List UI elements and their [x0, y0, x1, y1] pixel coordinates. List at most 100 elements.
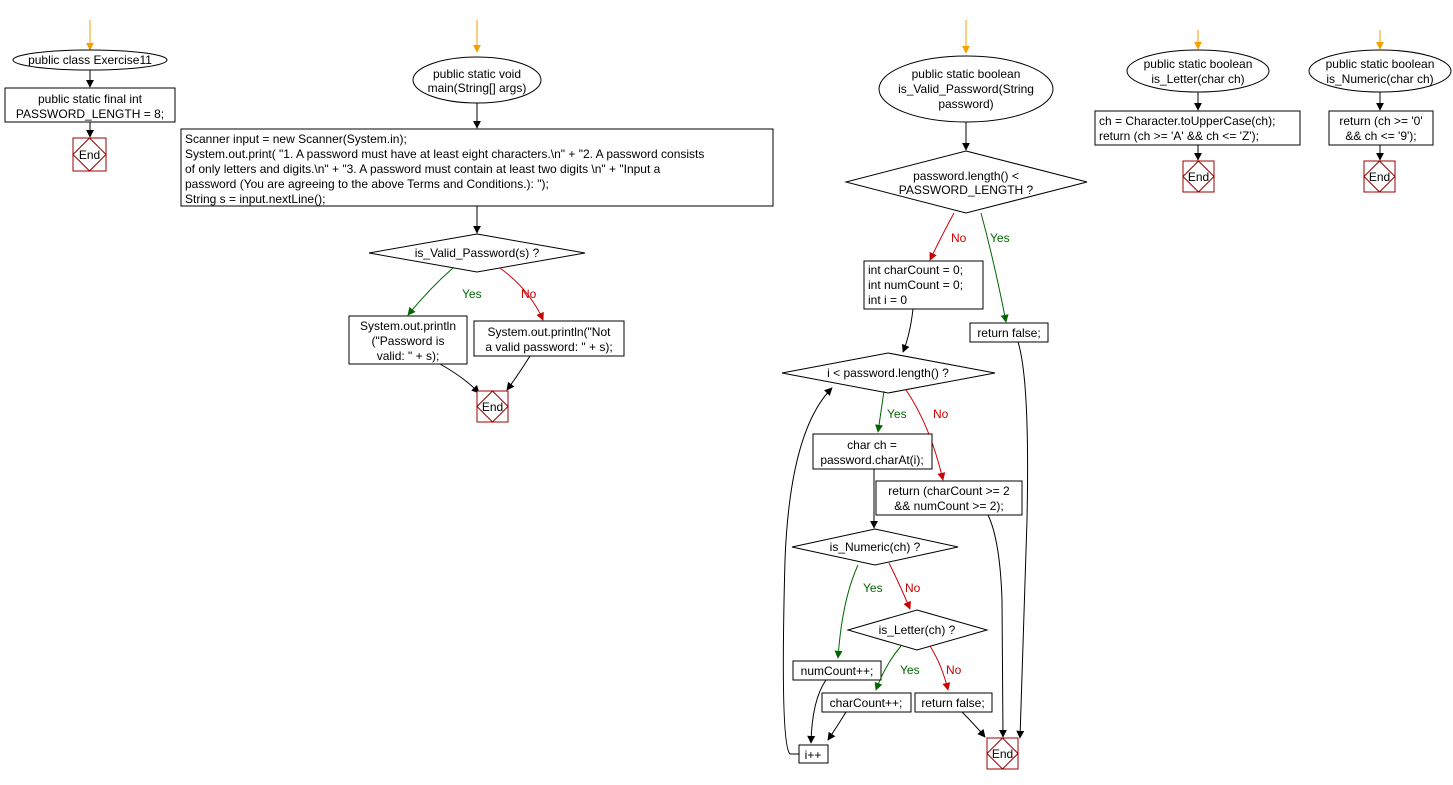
connector — [807, 679, 827, 744]
no-branch — [905, 389, 946, 481]
valid-print-box — [348, 315, 468, 365]
length-decision-line: PASSWORD_LENGTH ? — [899, 183, 1034, 197]
main-code-box — [180, 128, 774, 207]
connector — [902, 308, 914, 353]
yes-label: Yes — [990, 231, 1010, 245]
main-start-line: main(String[] args) — [428, 81, 527, 95]
yes-branch — [980, 212, 1009, 323]
loop-decision-label: i < password.length() ? — [827, 366, 949, 380]
end-label: End — [1188, 170, 1209, 184]
char-inc-box — [821, 692, 912, 713]
init-line: int i = 0 — [868, 293, 907, 307]
yes-branch — [875, 390, 885, 433]
main-flow: public static void main(String[] args) S… — [180, 20, 774, 423]
const-line: PASSWORD_LENGTH = 8; — [16, 107, 164, 121]
main-code-line: password (You are agreeing to the above … — [185, 177, 549, 191]
valid-start-line: password) — [938, 97, 993, 111]
length-decision — [844, 150, 1088, 214]
connector — [987, 514, 1007, 738]
numeric-decision-label: is_Numeric(ch) ? — [830, 540, 921, 554]
no-label: No — [905, 581, 921, 595]
valid-print-line: System.out.println — [360, 319, 456, 333]
yes-branch — [407, 267, 454, 316]
end-label: End — [482, 400, 503, 414]
numeric-code-line: return (ch >= '0' — [1339, 114, 1422, 128]
end-diamond — [1363, 160, 1396, 193]
is-numeric-flow: public static boolean is_Numeric(char ch… — [1308, 30, 1452, 193]
class-start-label: public class Exercise11 — [28, 53, 152, 67]
const-line: public static final int — [38, 92, 143, 106]
valid-start-line: public static boolean — [912, 67, 1021, 81]
letter-start-line: is_Letter(char ch) — [1151, 72, 1244, 86]
end-diamond — [72, 137, 107, 172]
end-label: End — [1369, 170, 1390, 184]
loop-decision — [781, 352, 996, 394]
char-at-line: password.charAt(i); — [820, 453, 923, 467]
const-box — [4, 87, 176, 123]
init-line: int numCount = 0; — [868, 278, 963, 292]
return-counts-line: return (charCount >= 2 — [888, 484, 1010, 498]
end-label: End — [992, 747, 1013, 761]
main-code-line: Scanner input = new Scanner(System.in); — [185, 132, 407, 146]
letter-start-line: public static boolean — [1144, 57, 1253, 71]
valid-print-line: ("Password is — [372, 334, 445, 348]
no-branch — [929, 212, 955, 261]
letter-code-box — [1094, 110, 1301, 146]
yes-label: Yes — [462, 287, 482, 301]
yes-branch — [834, 564, 859, 659]
letter-code-line: return (ch >= 'A' && ch <= 'Z'); — [1099, 129, 1259, 143]
no-branch — [929, 645, 951, 691]
return-counts-line: && numCount >= 2); — [894, 499, 1003, 513]
connector — [1016, 341, 1029, 739]
init-box — [863, 260, 984, 310]
main-decision — [368, 233, 586, 273]
i-inc-label: i++ — [805, 748, 822, 762]
yes-branch — [874, 645, 902, 691]
main-start-line: public static void — [433, 67, 521, 81]
is-valid-flow: public static boolean is_Valid_Password(… — [781, 20, 1088, 770]
end-diamond — [1182, 160, 1215, 193]
connector — [961, 711, 986, 738]
numeric-start-line: is_Numeric(char ch) — [1326, 72, 1433, 86]
invalid-print-line: System.out.println("Not — [488, 325, 612, 339]
valid-start-line: is_Valid_Password(String — [898, 82, 1034, 96]
is-letter-flow: public static boolean is_Letter(char ch)… — [1094, 30, 1301, 193]
class-flow: public class Exercise11 public static fi… — [4, 20, 176, 172]
end-diamond — [986, 737, 1019, 770]
return-false2-label: return false; — [921, 696, 984, 710]
loop-back-connector — [782, 387, 833, 755]
connector — [439, 363, 480, 394]
valid-print-line: valid: " + s); — [377, 349, 440, 363]
return-counts-box — [875, 480, 1023, 516]
numeric-start-line: public static boolean — [1326, 57, 1435, 71]
main-code-line: of only letters and digits.\n" + "3. A p… — [185, 162, 661, 176]
yes-label: Yes — [900, 663, 920, 677]
connector — [506, 355, 531, 391]
end-terminal — [476, 390, 509, 423]
char-at-box — [812, 433, 933, 470]
no-branch — [499, 267, 544, 321]
char-inc-label: charCount++; — [830, 696, 903, 710]
init-line: int charCount = 0; — [868, 263, 963, 277]
letter-decision — [846, 609, 989, 651]
no-label: No — [946, 663, 962, 677]
no-label: No — [521, 287, 537, 301]
main-decision-label: is_Valid_Password(s) ? — [415, 246, 540, 260]
connector — [827, 711, 847, 741]
numeric-decision — [791, 528, 959, 566]
main-code-line: String s = input.nextLine(); — [185, 192, 325, 206]
letter-code-line: ch = Character.toUpperCase(ch); — [1099, 114, 1275, 128]
end-label: End — [79, 148, 100, 162]
return-false-box — [969, 322, 1049, 343]
return-false-label: return false; — [977, 326, 1040, 340]
no-branch — [888, 562, 911, 610]
yes-label: Yes — [863, 581, 883, 595]
numeric-code-box — [1328, 110, 1434, 146]
num-inc-box — [792, 660, 882, 681]
invalid-print-line: a valid password: " + s); — [485, 340, 612, 354]
end-diamond — [476, 390, 509, 423]
return-false2-box — [914, 692, 993, 713]
numeric-code-line: && ch <= '9'); — [1345, 129, 1416, 143]
length-decision-line: password.length() < — [913, 169, 1019, 183]
